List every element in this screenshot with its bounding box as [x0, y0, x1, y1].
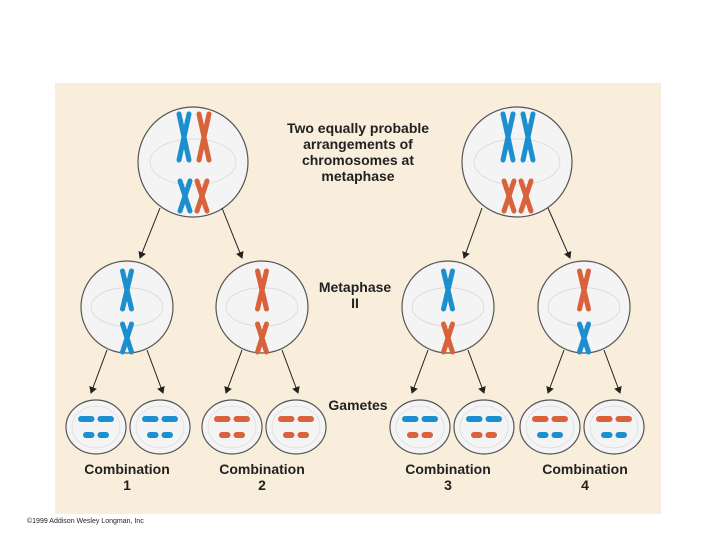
- metaphase-ii-cell-3: [401, 260, 495, 354]
- gamete-chromosome-small: [601, 432, 627, 438]
- gamete-cell-4: [265, 399, 327, 455]
- gametes-label: Gametes: [328, 397, 388, 413]
- gamete-chromosome-small: [537, 432, 563, 438]
- combination-3-label: Combination 3: [405, 461, 491, 493]
- arrow: [221, 207, 244, 259]
- gamete-chromosome-large: [278, 416, 314, 422]
- combination-1-label: Combination 1: [84, 461, 170, 493]
- arrow: [603, 349, 622, 394]
- arrow: [281, 349, 300, 394]
- copyright-notice: ©1999 Addison Wesley Longman, Inc: [27, 518, 144, 525]
- chromosome-small: [120, 321, 134, 355]
- chromosome-blue-large: [500, 111, 516, 163]
- metaphase-i-cell-left: [137, 106, 249, 218]
- metaphase-i-cell-right: [461, 106, 573, 218]
- metaphase-ii-cell-4: [537, 260, 631, 354]
- arrow: [462, 207, 483, 259]
- gamete-cell-6: [453, 399, 515, 455]
- chromosome-blue-large: [176, 111, 192, 163]
- gamete-chromosome-large: [214, 416, 250, 422]
- chromosome-red-small: [194, 178, 210, 214]
- metaphase-ii-label: Metaphase II: [318, 279, 392, 311]
- gamete-cell-8: [583, 399, 645, 455]
- gamete-cell-3: [201, 399, 263, 455]
- arrow: [146, 349, 165, 394]
- chromosome-red-small: [501, 178, 517, 214]
- chromosome-red-small: [518, 178, 534, 214]
- gamete-cell-7: [519, 399, 581, 455]
- chromosome-red-large: [196, 111, 212, 163]
- chromosome-blue-large: [520, 111, 536, 163]
- arrow: [547, 207, 572, 259]
- metaphase-arrangement-caption: Two equally probable arrangements of chr…: [286, 120, 430, 184]
- gamete-cell-5: [389, 399, 451, 455]
- chromosome-small: [577, 321, 591, 355]
- gamete-chromosome-large: [596, 416, 632, 422]
- gamete-cell-2: [129, 399, 191, 455]
- gamete-chromosome-small: [83, 432, 109, 438]
- gamete-chromosome-large: [78, 416, 114, 422]
- chromosome-large: [577, 268, 591, 312]
- gamete-chromosome-large: [532, 416, 568, 422]
- arrow: [224, 349, 243, 394]
- arrow: [546, 349, 565, 394]
- gamete-chromosome-large: [142, 416, 178, 422]
- gamete-chromosome-small: [471, 432, 497, 438]
- arrow: [410, 349, 429, 394]
- gamete-chromosome-small: [147, 432, 173, 438]
- combination-2-label: Combination 2: [219, 461, 305, 493]
- chromosome-large: [120, 268, 134, 312]
- gamete-chromosome-small: [283, 432, 309, 438]
- chromosome-blue-small: [177, 178, 193, 214]
- chromosome-large: [441, 268, 455, 312]
- arrow: [138, 207, 161, 259]
- metaphase-ii-cell-2: [215, 260, 309, 354]
- combination-4-label: Combination 4: [542, 461, 628, 493]
- arrow: [89, 349, 108, 394]
- chromosome-small: [255, 321, 269, 355]
- arrow: [467, 349, 486, 394]
- metaphase-ii-cell-1: [80, 260, 174, 354]
- chromosome-large: [255, 268, 269, 312]
- gamete-cell-1: [65, 399, 127, 455]
- gamete-chromosome-small: [219, 432, 245, 438]
- chromosome-small: [441, 321, 455, 355]
- gamete-chromosome-small: [407, 432, 433, 438]
- gamete-chromosome-large: [466, 416, 502, 422]
- gamete-chromosome-large: [402, 416, 438, 422]
